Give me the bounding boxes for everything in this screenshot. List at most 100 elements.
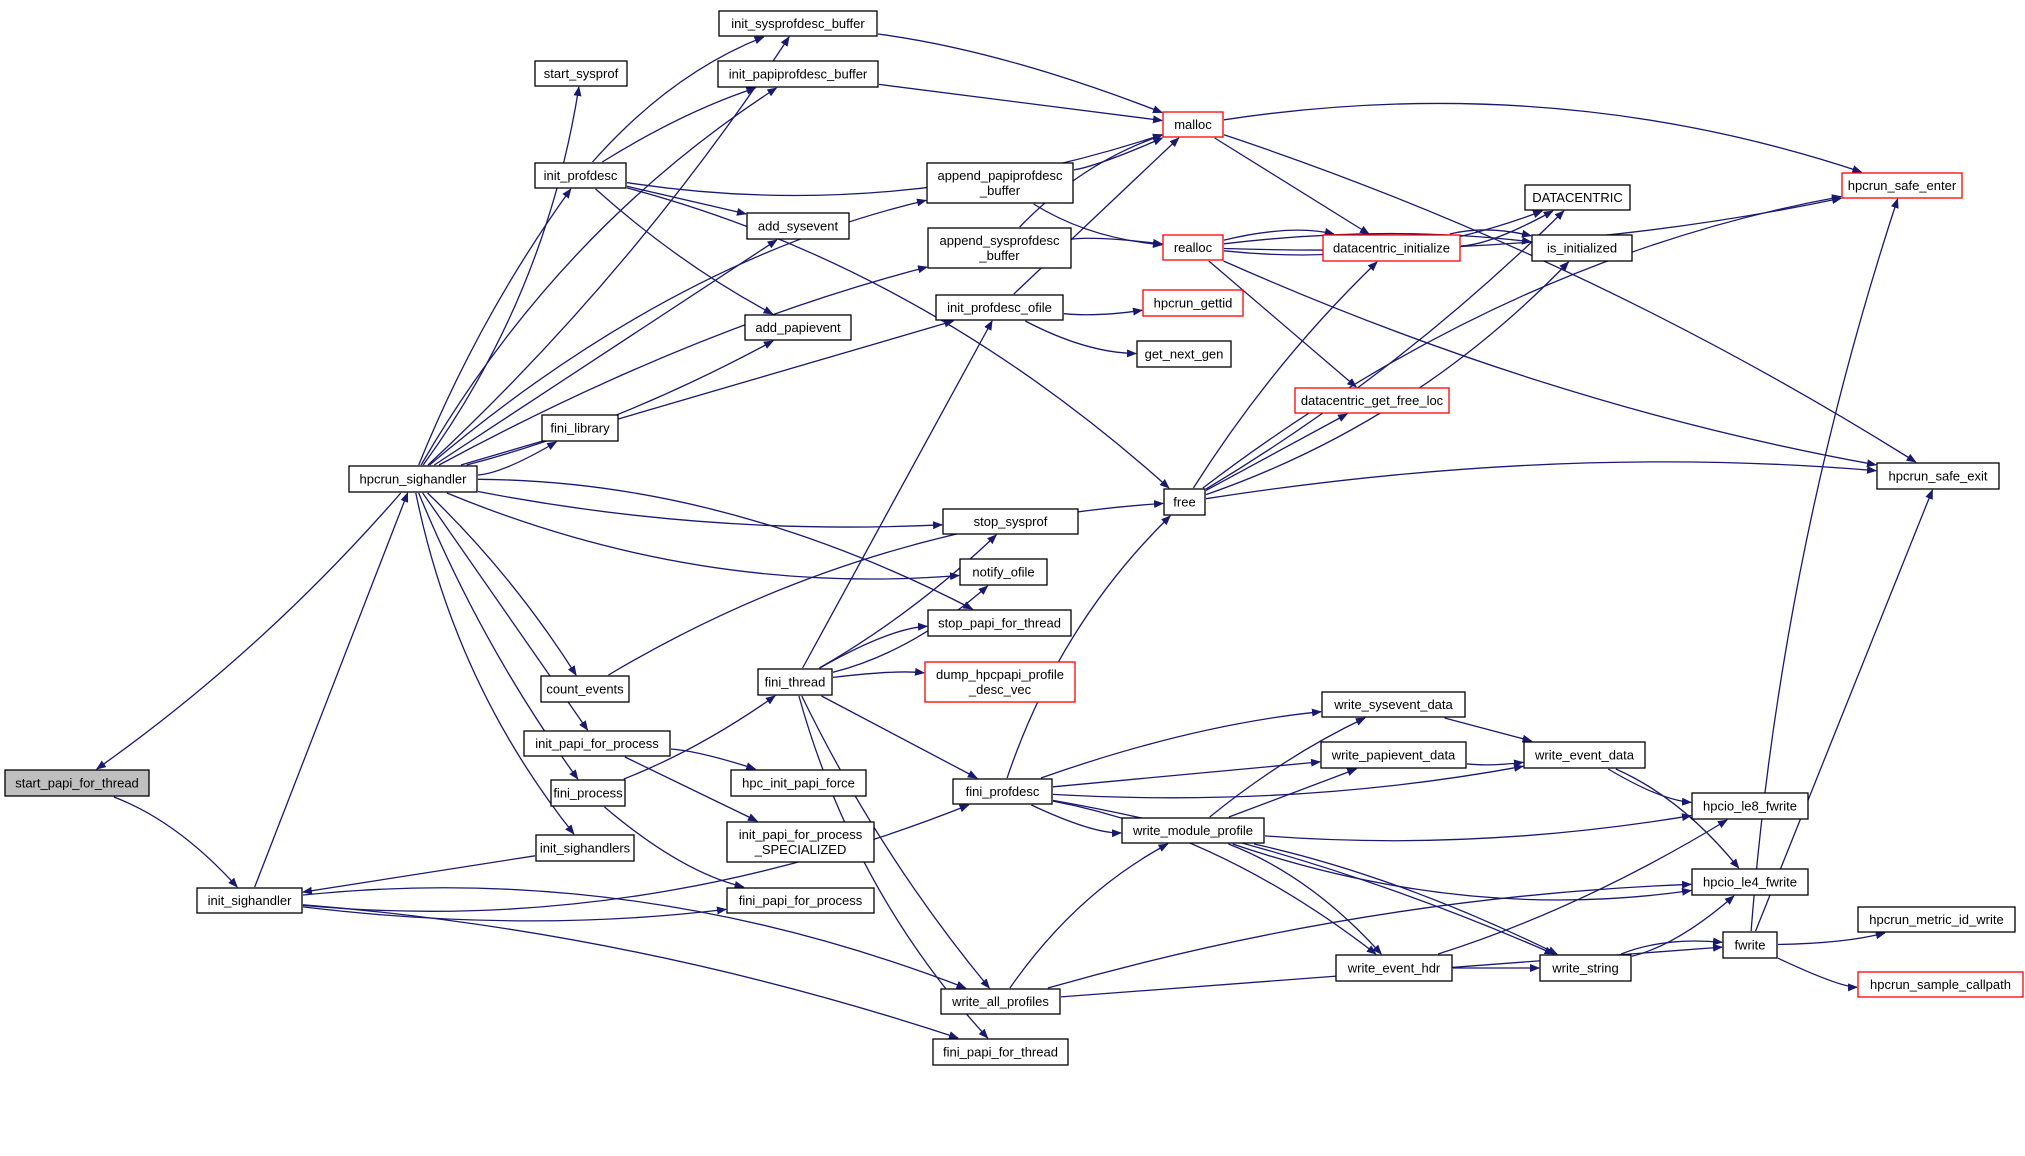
node-hpcio-le8-fwrite[interactable]: hpcio_le8_fwrite (1691, 792, 1809, 820)
node-hpcrun-safe-enter[interactable]: hpcrun_safe_enter (1841, 172, 1963, 199)
node-box[interactable] (1321, 691, 1466, 718)
node-box[interactable] (952, 778, 1053, 805)
node-fini-thread[interactable]: fini_thread (757, 668, 833, 696)
node-box[interactable] (1876, 462, 2000, 490)
node-box[interactable] (1691, 868, 1809, 896)
node-write-event-hdr[interactable]: write_event_hdr (1335, 954, 1453, 982)
node-malloc[interactable]: malloc (1162, 111, 1224, 138)
node-is-initialized[interactable]: is_initialized (1531, 234, 1633, 262)
node-box[interactable] (744, 314, 852, 341)
node-box[interactable] (1142, 289, 1244, 317)
node-stop-papi-for-thread[interactable]: stop_papi_for_thread (927, 609, 1072, 637)
node-box[interactable] (927, 227, 1072, 269)
node-box[interactable] (1691, 792, 1809, 820)
node-hpc-init-papi-force[interactable]: hpc_init_papi_force (730, 769, 867, 797)
node-hpcrun-safe-exit[interactable]: hpcrun_safe_exit (1876, 462, 2000, 490)
node-box[interactable] (927, 609, 1072, 637)
node-box[interactable] (535, 834, 635, 862)
node-box[interactable] (926, 162, 1074, 204)
node-init-profdesc-ofile[interactable]: init_profdesc_ofile (935, 294, 1064, 321)
node-start-sysprof[interactable]: start_sysprof (534, 60, 628, 87)
node-hpcrun-sighandler[interactable]: hpcrun_sighandler (348, 465, 478, 493)
node-box[interactable] (1531, 234, 1633, 262)
node-fini-library[interactable]: fini_library (541, 414, 619, 442)
node-hpcrun-sample-callpath[interactable]: hpcrun_sample_callpath (1857, 971, 2024, 998)
node-box[interactable] (1162, 234, 1224, 261)
node-box[interactable] (541, 414, 619, 442)
node-box[interactable] (757, 668, 833, 696)
node-box[interactable] (1335, 954, 1453, 982)
node-box[interactable] (932, 1038, 1069, 1066)
node-init-papi-for-process[interactable]: init_papi_for_process (523, 730, 671, 757)
node-box[interactable] (4, 769, 150, 797)
node-box[interactable] (1523, 741, 1646, 769)
node-hpcrun-gettid[interactable]: hpcrun_gettid (1142, 289, 1244, 317)
node-datacentric[interactable]: DATACENTRIC (1524, 184, 1631, 211)
node-box[interactable] (1524, 184, 1631, 211)
node-box[interactable] (940, 988, 1061, 1015)
node-init-sysprofdesc-buffer[interactable]: init_sysprofdesc_buffer (718, 10, 878, 37)
node-get-next-gen[interactable]: get_next_gen (1136, 340, 1232, 368)
node-box[interactable] (924, 661, 1076, 703)
node-box[interactable] (1539, 954, 1632, 982)
node-fini-papi-for-thread[interactable]: fini_papi_for_thread (932, 1038, 1069, 1066)
node-init-sighandler[interactable]: init_sighandler (196, 887, 303, 914)
node-box[interactable] (935, 294, 1064, 321)
node-box[interactable] (534, 162, 627, 189)
node-write-sysevent-data[interactable]: write_sysevent_data (1321, 691, 1466, 718)
node-fini-process[interactable]: fini_process (550, 779, 626, 807)
node-box[interactable] (726, 821, 875, 863)
node-box[interactable] (1294, 387, 1450, 414)
node-add-sysevent[interactable]: add_sysevent (746, 212, 850, 240)
node-box[interactable] (1857, 971, 2024, 998)
node-datacentric-get-free-loc[interactable]: datacentric_get_free_loc (1294, 387, 1450, 414)
node-box[interactable] (523, 730, 671, 757)
node-box[interactable] (718, 10, 878, 37)
node-box[interactable] (1163, 488, 1206, 516)
node-box[interactable] (196, 887, 303, 914)
node-box[interactable] (730, 769, 867, 797)
node-dump-hpcpapi-profile-desc-vec[interactable]: dump_hpcpapi_profile_desc_vec (924, 661, 1076, 703)
node-box[interactable] (942, 508, 1079, 535)
node-box[interactable] (726, 887, 875, 914)
node-box[interactable] (959, 558, 1048, 586)
node-free[interactable]: free (1163, 488, 1206, 516)
node-add-papievent[interactable]: add_papievent (744, 314, 852, 341)
node-write-all-profiles[interactable]: write_all_profiles (940, 988, 1061, 1015)
node-box[interactable] (348, 465, 478, 493)
node-realloc[interactable]: realloc (1162, 234, 1224, 261)
node-box[interactable] (1857, 906, 2016, 933)
node-init-papiprofdesc-buffer[interactable]: init_papiprofdesc_buffer (717, 60, 879, 88)
node-box[interactable] (1841, 172, 1963, 199)
node-box[interactable] (717, 60, 879, 88)
node-box[interactable] (1136, 340, 1232, 368)
node-init-papi-for-process-specialized[interactable]: init_papi_for_process_SPECIALIZED (726, 821, 875, 863)
node-stop-sysprof[interactable]: stop_sysprof (942, 508, 1079, 535)
node-box[interactable] (1162, 111, 1224, 138)
node-init-sighandlers[interactable]: init_sighandlers (535, 834, 635, 862)
node-write-event-data[interactable]: write_event_data (1523, 741, 1646, 769)
node-box[interactable] (746, 212, 850, 240)
node-start-papi-for-thread[interactable]: start_papi_for_thread (4, 769, 150, 797)
node-append-sysprofdesc-buffer[interactable]: append_sysprofdesc_buffer (927, 227, 1072, 269)
node-datacentric-initialize[interactable]: datacentric_initialize (1322, 234, 1461, 262)
node-notify-ofile[interactable]: notify_ofile (959, 558, 1048, 586)
node-write-string[interactable]: write_string (1539, 954, 1632, 982)
node-fini-profdesc[interactable]: fini_profdesc (952, 778, 1053, 805)
node-box[interactable] (1322, 234, 1461, 262)
node-box[interactable] (1320, 741, 1467, 769)
node-box[interactable] (550, 779, 626, 807)
node-fwrite[interactable]: fwrite (1722, 931, 1778, 959)
node-box[interactable] (540, 675, 630, 703)
node-box[interactable] (1121, 817, 1265, 844)
node-hpcio-le4-fwrite[interactable]: hpcio_le4_fwrite (1691, 868, 1809, 896)
node-box[interactable] (1722, 931, 1778, 959)
node-write-papievent-data[interactable]: write_papievent_data (1320, 741, 1467, 769)
node-write-module-profile[interactable]: write_module_profile (1121, 817, 1265, 844)
node-init-profdesc[interactable]: init_profdesc (534, 162, 627, 189)
node-hpcrun-metric-id-write[interactable]: hpcrun_metric_id_write (1857, 906, 2016, 933)
node-box[interactable] (534, 60, 628, 87)
node-fini-papi-for-process[interactable]: fini_papi_for_process (726, 887, 875, 914)
node-count-events[interactable]: count_events (540, 675, 630, 703)
node-append-papiprofdesc-buffer[interactable]: append_papiprofdesc_buffer (926, 162, 1074, 204)
